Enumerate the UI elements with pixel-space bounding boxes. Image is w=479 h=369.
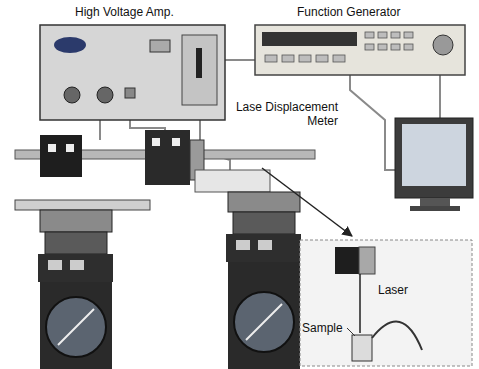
part-label: Sample [302,321,348,335]
detail-inset [300,240,472,366]
positioning-stage [38,210,113,369]
function-generator [255,25,465,75]
computer-monitor [395,118,473,211]
pointer-arrow [262,168,352,236]
part-label: High Voltage Amp. [75,5,215,19]
positioning-stage [226,192,301,369]
part-label: Laser [378,283,438,297]
part-label: Lase Displacement Meter [222,100,338,128]
amplifier [40,25,225,120]
part-label: Function Generator [297,5,447,19]
